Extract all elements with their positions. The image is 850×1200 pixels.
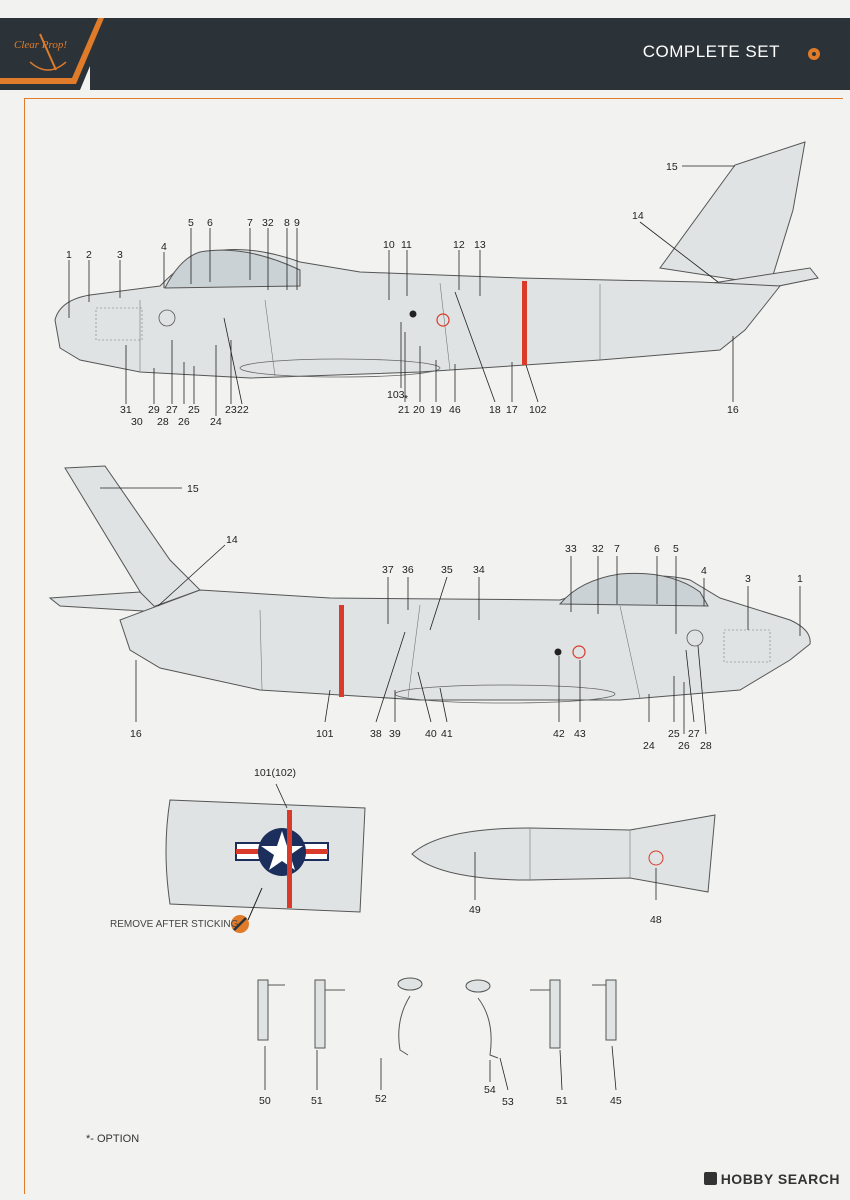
callout-label: 10 — [383, 239, 395, 251]
callout-label: 12 — [453, 239, 465, 251]
callout-label: 36 — [402, 564, 414, 576]
callout-label: 101 — [316, 728, 334, 740]
callout-label: 4 — [701, 565, 707, 577]
callout-label: 33 — [565, 543, 577, 555]
callout-label: 2 — [86, 249, 92, 261]
header: COMPLETE SET Clear Prop! — [0, 18, 850, 90]
callout-label: 39 — [389, 728, 401, 740]
hobby-search-icon — [703, 1172, 717, 1185]
callout-label: 14 — [226, 534, 238, 546]
callout-label: 51 — [556, 1095, 568, 1107]
insignia-detail: 101(102) REMOVE AFTER STICKING — [110, 767, 366, 933]
callout-label: 32 — [592, 543, 604, 555]
upper-leader-lines — [68, 165, 735, 416]
callout-label: 5 — [188, 217, 194, 229]
bullet-icon — [808, 48, 820, 60]
gear-struts — [257, 977, 617, 1059]
callout-label: * — [404, 393, 408, 405]
callout-label: 16 — [130, 728, 142, 740]
callout-label: 19 — [430, 404, 442, 416]
callout-label: 5 — [673, 543, 679, 555]
callout-label: 53 — [502, 1096, 514, 1108]
callout-label: 25 — [188, 404, 200, 416]
callout-label: 49 — [469, 904, 481, 916]
gear-leader-lines — [264, 1045, 617, 1091]
aircraft-left-side — [54, 141, 819, 379]
callout-label: 101(102) — [254, 767, 296, 779]
watermark: HOBBY SEARCH — [703, 1171, 840, 1187]
callout-label: 8 — [284, 217, 290, 229]
callout-label: 26 — [178, 416, 190, 428]
callout-label: 9 — [294, 217, 300, 229]
callout-label: 21 — [398, 404, 410, 416]
aircraft-right-side — [48, 465, 811, 704]
callout-label: 34 — [473, 564, 485, 576]
callout-label: 28 — [700, 740, 712, 752]
upper-callouts-top: 15 14 1 2 3 4 5 6 7 32 8 9 10 11 12 13 — [66, 161, 678, 261]
callout-label: 29 — [148, 404, 160, 416]
callout-label: 102 — [529, 404, 547, 416]
callout-label: 18 — [489, 404, 501, 416]
callout-label: 51 — [311, 1095, 323, 1107]
callout-label: 30 — [131, 416, 143, 428]
callout-label: 45 — [610, 1095, 622, 1107]
lower-callouts-top: 15 14 37 36 35 34 33 32 7 6 5 4 3 1 — [187, 483, 803, 585]
clear-prop-logo: Clear Prop! — [0, 18, 110, 90]
callout-label: 25 — [668, 728, 680, 740]
callout-label: 38 — [370, 728, 382, 740]
callout-label: 1 — [797, 573, 803, 585]
callout-label: 35 — [441, 564, 453, 576]
remove-note: REMOVE AFTER STICKING — [110, 919, 239, 930]
callout-label: 40 — [425, 728, 437, 740]
callout-label: 13 — [474, 239, 486, 251]
callout-label: 17 — [506, 404, 518, 416]
gear-callouts: 50 51 52 54 53 51 45 — [259, 1084, 622, 1108]
callout-label: 46 — [449, 404, 461, 416]
callout-label: 23 — [225, 404, 237, 416]
option-footnote: *- OPTION — [86, 1133, 140, 1145]
callout-label: 20 — [413, 404, 425, 416]
upper-callouts-bottom: 31 30 29 28 27 26 25 24 23 22 103 * 21 2… — [120, 389, 739, 428]
callout-label: 103 — [387, 389, 405, 401]
callout-label: 32 — [262, 217, 274, 229]
callout-label: 41 — [441, 728, 453, 740]
callout-label: 48 — [650, 914, 662, 926]
callout-label: 6 — [654, 543, 660, 555]
callout-label: 7 — [614, 543, 620, 555]
callout-label: 3 — [745, 573, 751, 585]
drop-tank: 49 48 — [411, 814, 716, 926]
callout-label: 22 — [237, 404, 249, 416]
header-bar: COMPLETE SET — [90, 18, 850, 90]
lower-callouts-bottom: 16 101 38 39 40 41 42 43 24 25 26 27 28 — [130, 728, 712, 752]
callout-label: 7 — [247, 217, 253, 229]
page-title: COMPLETE SET — [642, 42, 780, 61]
callout-label: 37 — [382, 564, 394, 576]
callout-label: 27 — [166, 404, 178, 416]
callout-label: 16 — [727, 404, 739, 416]
callout-label: 4 — [161, 241, 167, 253]
callout-label: 50 — [259, 1095, 271, 1107]
callout-label: 42 — [553, 728, 565, 740]
callout-label: 27 — [688, 728, 700, 740]
lower-leader-lines — [100, 487, 801, 735]
callout-label: 3 — [117, 249, 123, 261]
callout-label: 11 — [401, 239, 412, 251]
page-frame — [24, 98, 843, 1194]
callout-label: 15 — [187, 483, 199, 495]
callout-label: 43 — [574, 728, 586, 740]
callout-label: 14 — [632, 210, 644, 222]
callout-label: 52 — [375, 1093, 387, 1105]
callout-label: 28 — [157, 416, 169, 428]
callout-label: 31 — [120, 404, 132, 416]
callout-label: 54 — [484, 1084, 496, 1096]
callout-label: 6 — [207, 217, 213, 229]
watermark-text: HOBBY SEARCH — [720, 1171, 840, 1187]
callout-label: 15 — [666, 161, 678, 173]
callout-label: 1 — [66, 249, 72, 261]
callout-label: 24 — [643, 740, 655, 752]
callout-label: 26 — [678, 740, 690, 752]
callout-label: 24 — [210, 416, 222, 428]
svg-text:Clear Prop!: Clear Prop! — [14, 39, 67, 51]
